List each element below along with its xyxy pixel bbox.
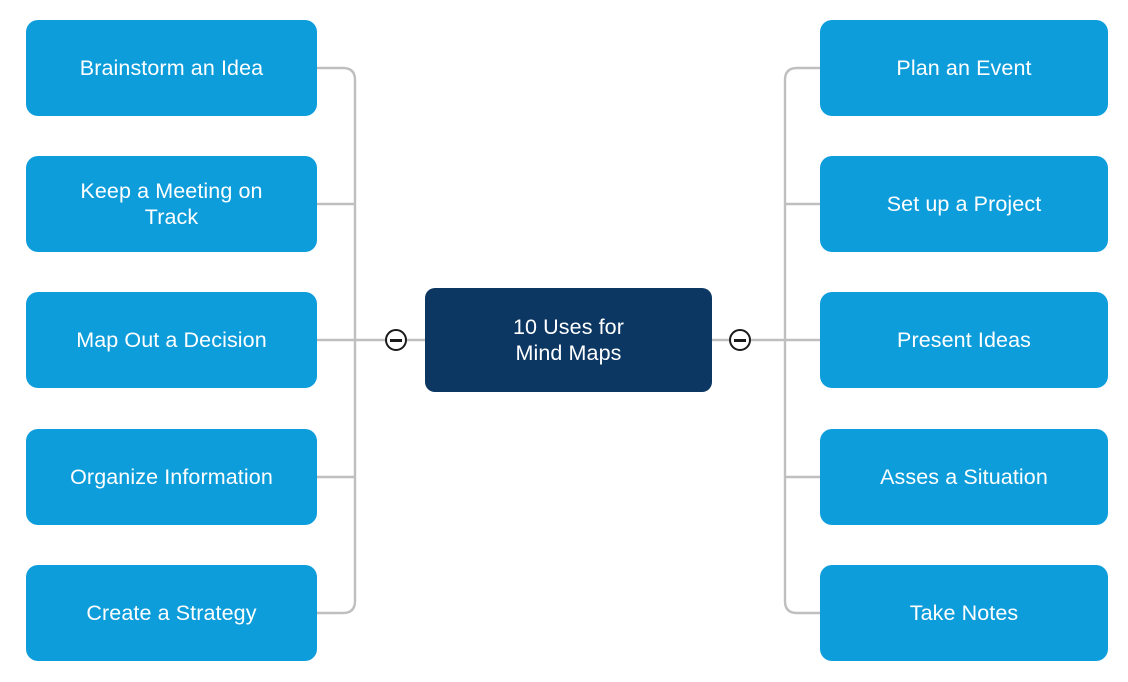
mindmap-node-left-1[interactable]: Brainstorm an Idea bbox=[26, 20, 317, 116]
mindmap-node-right-1[interactable]: Plan an Event bbox=[820, 20, 1108, 116]
mindmap-node-left-2[interactable]: Keep a Meeting on Track bbox=[26, 156, 317, 252]
minus-circle-icon-right[interactable] bbox=[729, 329, 751, 351]
mindmap-node-left-5[interactable]: Create a Strategy bbox=[26, 565, 317, 661]
mindmap-node-right-5[interactable]: Take Notes bbox=[820, 565, 1108, 661]
mindmap-center-node[interactable]: 10 Uses for Mind Maps bbox=[425, 288, 712, 392]
mindmap-node-right-4[interactable]: Asses a Situation bbox=[820, 429, 1108, 525]
minus-circle-icon-left[interactable] bbox=[385, 329, 407, 351]
mindmap-node-left-4[interactable]: Organize Information bbox=[26, 429, 317, 525]
mindmap-node-right-2[interactable]: Set up a Project bbox=[820, 156, 1108, 252]
mindmap-node-left-3[interactable]: Map Out a Decision bbox=[26, 292, 317, 388]
mindmap-node-right-3[interactable]: Present Ideas bbox=[820, 292, 1108, 388]
